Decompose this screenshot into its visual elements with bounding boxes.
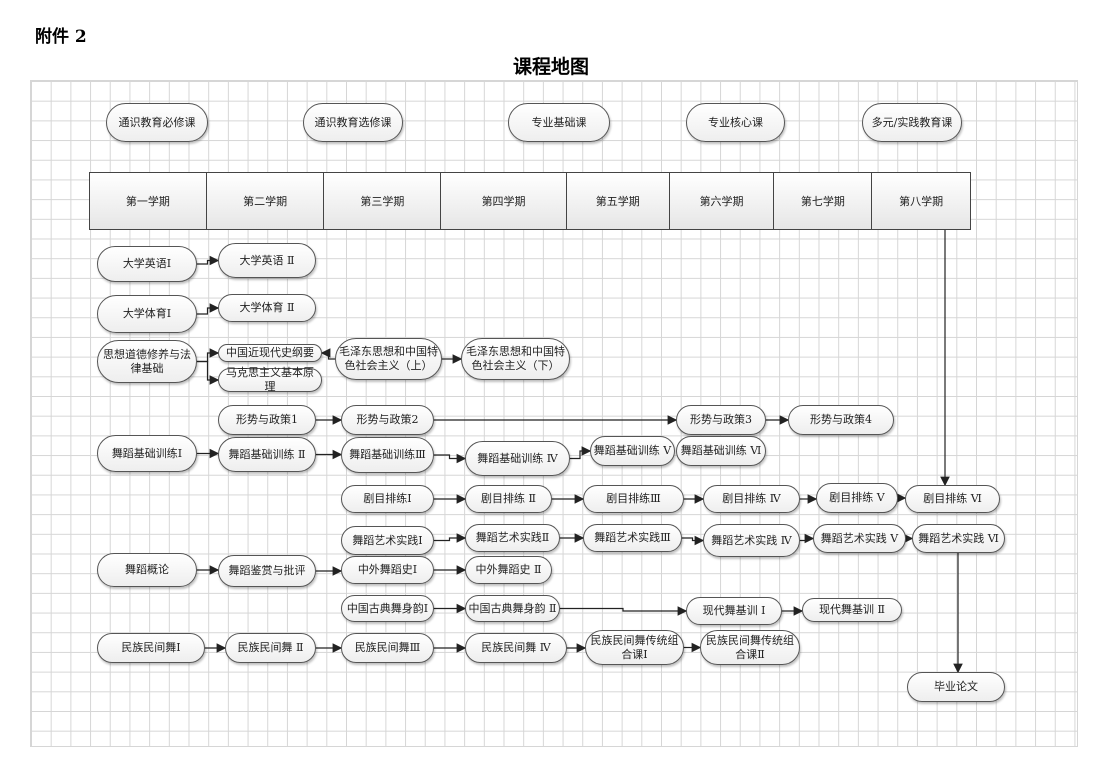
- course-node-ys1: 舞蹈艺术实践Ⅰ: [341, 526, 434, 555]
- legend-major-core: 专业核心课: [686, 103, 785, 142]
- semester-3: 第三学期: [324, 173, 442, 229]
- course-node-xd2: 现代舞基训 Ⅱ: [802, 598, 902, 622]
- semester-7: 第七学期: [774, 173, 873, 229]
- course-node-gd1: 中国古典舞身韵Ⅰ: [341, 595, 434, 622]
- semester-header: 第一学期 第二学期 第三学期 第四学期 第五学期 第六学期 第七学期 第八学期: [89, 172, 971, 230]
- course-node-gd2: 中国古典舞身韵 Ⅱ: [465, 595, 560, 622]
- course-node-wd6: 舞蹈基础训练 Ⅵ: [676, 436, 766, 466]
- course-node-mk: 马克思主义基本原理: [218, 366, 322, 393]
- course-node-ys2: 舞蹈艺术实践Ⅱ: [465, 524, 560, 552]
- course-node-jm1: 剧目排练Ⅰ: [341, 485, 434, 513]
- course-node-xs1: 形势与政策1: [218, 405, 316, 435]
- course-node-jm3: 剧目排练Ⅲ: [583, 485, 684, 513]
- semester-1: 第一学期: [90, 173, 207, 229]
- legend-general-required: 通识教育必修课: [106, 103, 208, 142]
- course-node-wd4: 舞蹈基础训练 Ⅳ: [465, 441, 570, 476]
- course-node-en1: 大学英语Ⅰ: [97, 246, 197, 282]
- course-node-jm5: 剧目排练 Ⅴ: [816, 483, 898, 513]
- course-node-en2: 大学英语 Ⅱ: [218, 243, 316, 278]
- arrow-sx-mk: [197, 360, 220, 385]
- arrow-gd2-xd1: [560, 606, 688, 616]
- course-node-mz2: 毛泽东思想和中国特色社会主义（下）: [461, 338, 570, 380]
- arrow-mz1-zg: [320, 348, 335, 360]
- course-node-sx: 思想道德修养与法律基础: [97, 340, 197, 383]
- course-node-pe2: 大学体育 Ⅱ: [218, 294, 316, 322]
- course-node-ys4: 舞蹈艺术实践 Ⅳ: [703, 524, 800, 557]
- legend-practice: 多元/实践教育课: [862, 103, 962, 142]
- course-node-xs4: 形势与政策4: [788, 405, 894, 435]
- course-node-mj2: 民族民间舞 Ⅱ: [225, 633, 316, 663]
- course-node-mz1: 毛泽东思想和中国特色社会主义（上）: [335, 338, 442, 380]
- course-node-wd2: 舞蹈基础训练 Ⅱ: [218, 437, 316, 472]
- course-node-gl: 舞蹈概论: [97, 553, 197, 587]
- course-node-zg: 中国近现代史纲要: [218, 344, 322, 362]
- course-node-pe1: 大学体育Ⅰ: [97, 295, 197, 333]
- course-node-xs3: 形势与政策3: [676, 405, 766, 435]
- legend-major-foundation: 专业基础课: [508, 103, 610, 142]
- arrow-wd3-wd4: [434, 453, 467, 464]
- course-node-mj3: 民族民间舞Ⅲ: [341, 633, 434, 663]
- arrow-pe1-pe2: [197, 303, 220, 315]
- course-node-by: 毕业论文: [907, 672, 1005, 702]
- course-node-zh1: 民族民间舞传统组合课Ⅰ: [585, 630, 684, 665]
- course-node-ys3: 舞蹈艺术实践Ⅲ: [583, 524, 682, 552]
- semester-4: 第四学期: [441, 173, 567, 229]
- semester-2: 第二学期: [207, 173, 325, 229]
- course-node-wd1: 舞蹈基础训练Ⅰ: [97, 435, 197, 472]
- arrow-ys4-ys5: [800, 533, 815, 544]
- course-node-ls1: 中外舞蹈史Ⅰ: [341, 556, 434, 584]
- arrow-en1-en2: [197, 255, 220, 266]
- course-node-jm6: 剧目排练 Ⅵ: [905, 485, 1000, 513]
- course-node-xd1: 现代舞基训 Ⅰ: [686, 597, 782, 625]
- course-node-jm4: 剧目排练 Ⅳ: [703, 485, 800, 513]
- legend-general-elective: 通识教育选修课: [303, 103, 403, 142]
- course-node-ys5: 舞蹈艺术实践 Ⅴ: [813, 524, 906, 553]
- attachment-label: 附件 2: [35, 27, 87, 47]
- course-node-wd5: 舞蹈基础训练 Ⅴ: [590, 436, 675, 466]
- course-node-mj1: 民族民间舞Ⅰ: [97, 633, 205, 663]
- course-node-jj: 舞蹈鉴赏与批评: [218, 555, 316, 587]
- course-node-wd3: 舞蹈基础训练Ⅲ: [341, 437, 434, 473]
- course-node-zh2: 民族民间舞传统组合课Ⅱ: [700, 630, 800, 665]
- arrow-sx-zg: [197, 348, 220, 363]
- course-node-mj4: 民族民间舞 Ⅳ: [465, 633, 567, 663]
- page-title: 课程地图: [512, 56, 589, 78]
- semester-6: 第六学期: [670, 173, 775, 229]
- course-node-ys6: 舞蹈艺术实践 Ⅵ: [912, 524, 1005, 553]
- semester-8: 第八学期: [899, 195, 944, 208]
- arrow-wd4-wd5: [570, 446, 592, 460]
- course-node-jm2: 剧目排练 Ⅱ: [465, 485, 552, 513]
- arrow-ys3-ys4: [682, 535, 705, 546]
- semester-5: 第五学期: [567, 173, 670, 229]
- arrow-ys1-ys2: [434, 533, 467, 543]
- course-node-xs2: 形势与政策2: [341, 405, 434, 435]
- course-node-ls2: 中外舞蹈史 Ⅱ: [465, 556, 552, 584]
